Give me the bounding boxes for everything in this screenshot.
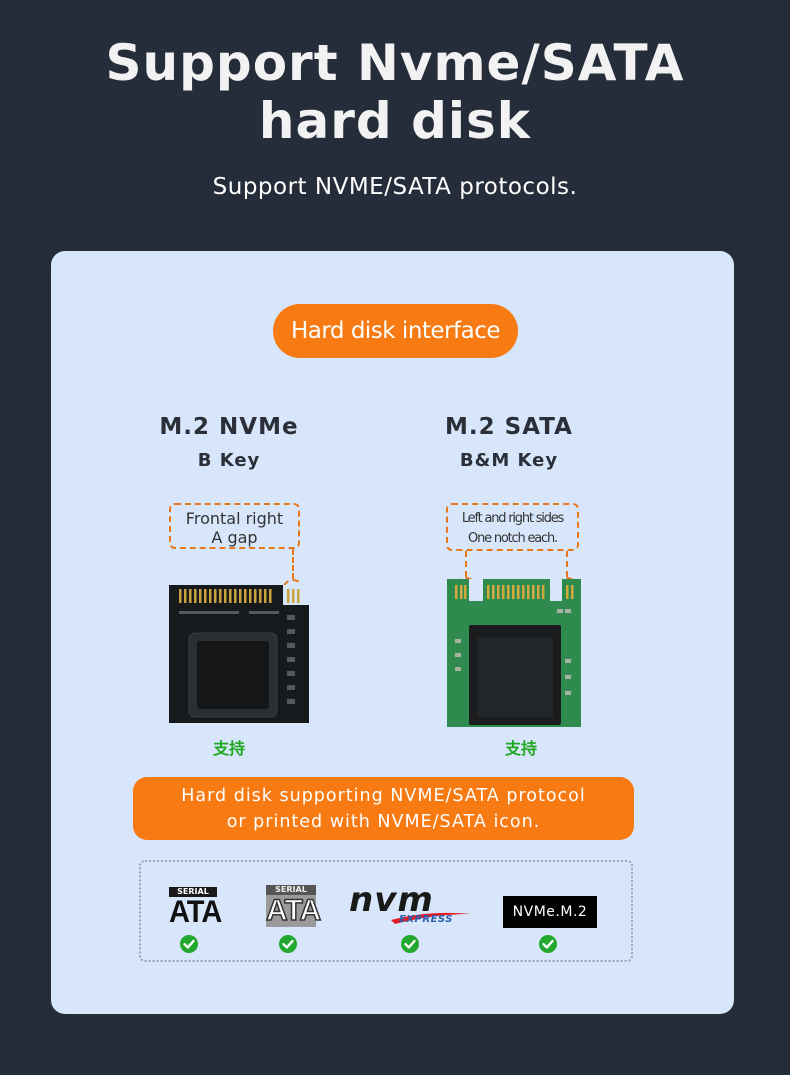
sata-title: M.2 SATA xyxy=(445,414,573,440)
sata-callout-leader-right xyxy=(566,551,568,577)
protocol-logos-box: SERIAL ATA SERIAL ATA nvm EXPRESS NVMe.M… xyxy=(139,860,633,962)
headline: Support Nvme/SATA hard disk xyxy=(0,34,790,150)
serial-ata-logo-1: SERIAL ATA xyxy=(169,887,222,930)
interface-panel: Hard disk interface M.2 NVMe B Key Front… xyxy=(51,251,734,1014)
sata-callout: Left and right sides One notch each. xyxy=(446,503,579,551)
protocol-banner: Hard disk supporting NVME/SATA protocol … xyxy=(133,777,634,840)
ssd-nvme-image xyxy=(169,585,309,723)
nvme-callout-line-1: Frontal right xyxy=(185,509,284,528)
check-icon xyxy=(539,935,557,953)
hard-disk-interface-pill: Hard disk interface xyxy=(273,304,518,358)
nvme-callout-line-2: A gap xyxy=(211,528,258,547)
check-icon xyxy=(279,935,297,953)
nvme-callout: Frontal right A gap xyxy=(169,503,300,549)
protocol-banner-line-2: or printed with NVME/SATA icon. xyxy=(226,811,541,832)
nvme-title: M.2 NVMe xyxy=(159,414,299,440)
headline-line-1: Support Nvme/SATA xyxy=(105,34,685,92)
ssd-sata-image xyxy=(447,579,581,727)
sata-callout-line-2: One notch each. xyxy=(468,531,558,546)
sata-callout-line-1: Left and right sides xyxy=(461,511,564,526)
check-icon xyxy=(180,935,198,953)
sata-callout-leader-left xyxy=(465,551,467,577)
nvm-express-logo: nvm EXPRESS xyxy=(349,880,479,928)
serial-ata-logo-2-top: SERIAL xyxy=(266,885,316,895)
headline-line-2: hard disk xyxy=(258,92,532,150)
nvme-callout-leader xyxy=(292,549,294,579)
nvm-express-swoosh xyxy=(391,912,471,924)
serial-ata-logo-1-top: SERIAL xyxy=(169,887,217,897)
protocol-banner-line-1: Hard disk supporting NVME/SATA protocol xyxy=(181,785,586,806)
check-icon xyxy=(401,935,419,953)
sata-supported-label: 支持 xyxy=(504,739,537,758)
nvme-key: B Key xyxy=(197,450,261,471)
nvm-express-logo-main: nvm xyxy=(349,880,434,920)
serial-ata-logo-1-main: ATA xyxy=(169,894,222,930)
subheadline: Support NVME/SATA protocols. xyxy=(212,174,578,200)
nvme-m2-logo: NVMe.M.2 xyxy=(503,896,597,928)
serial-ata-logo-2: SERIAL ATA xyxy=(265,885,322,929)
sata-key: B&M Key xyxy=(459,450,559,471)
nvme-supported-label: 支持 xyxy=(212,739,245,758)
serial-ata-logo-2-main: ATA xyxy=(265,894,322,928)
nvm-express-logo-sub: EXPRESS xyxy=(399,914,453,925)
